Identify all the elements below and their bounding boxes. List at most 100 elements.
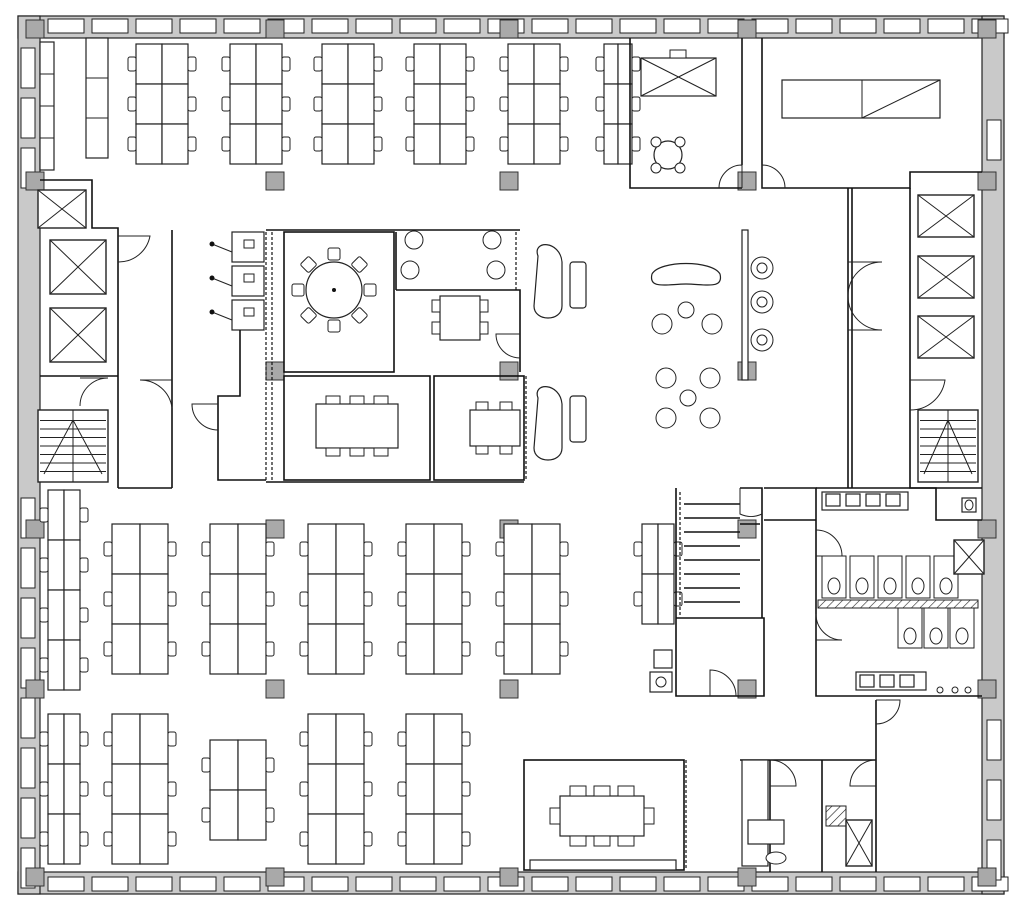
chair [363, 781, 373, 797]
desk [503, 523, 533, 575]
desk [111, 573, 141, 625]
desk [47, 639, 65, 691]
toilet-stall [933, 555, 959, 599]
chair [327, 247, 341, 261]
column [25, 679, 45, 699]
chair [325, 447, 341, 457]
chair [167, 641, 177, 657]
window [663, 876, 701, 892]
chair [559, 641, 569, 657]
chair [201, 591, 211, 607]
chair [363, 283, 377, 297]
toilet [855, 577, 869, 595]
desk [439, 83, 467, 125]
chair [549, 807, 561, 825]
column [737, 19, 757, 39]
column [25, 19, 45, 39]
window [531, 876, 569, 892]
desk [433, 623, 463, 675]
window [223, 876, 261, 892]
desk [413, 123, 441, 165]
chair [461, 781, 471, 797]
desk [503, 623, 533, 675]
desk [439, 123, 467, 165]
desk [405, 713, 435, 765]
desk [63, 639, 81, 691]
desk [139, 813, 169, 865]
chair [299, 541, 309, 557]
east-corridor [847, 171, 982, 488]
chair [313, 136, 323, 152]
chair [363, 541, 373, 557]
desk [63, 489, 81, 541]
chair [103, 641, 113, 657]
desk [347, 43, 375, 85]
chair [405, 96, 415, 112]
chair [373, 395, 389, 405]
toilet-stall [923, 607, 949, 649]
chair [300, 307, 317, 324]
desk [433, 573, 463, 625]
toilet-stall [949, 607, 975, 649]
bar-stool [750, 256, 774, 280]
chair [397, 831, 407, 847]
desk [433, 713, 463, 765]
desk [307, 573, 337, 625]
restrooms [764, 487, 985, 697]
toilet [883, 577, 897, 595]
chair [631, 96, 641, 112]
window [986, 719, 1002, 761]
desk [63, 813, 81, 865]
chair [495, 541, 505, 557]
window [751, 18, 789, 34]
stair-arrow [923, 418, 973, 475]
chair [103, 731, 113, 747]
desk [111, 523, 141, 575]
desk [111, 813, 141, 865]
chair [265, 757, 275, 773]
toilet-stall [877, 555, 903, 599]
conference-room-south [523, 759, 687, 871]
toilet [827, 577, 841, 595]
chair [349, 447, 365, 457]
column [265, 19, 285, 39]
window [883, 18, 921, 34]
bar-stool-seat [756, 334, 768, 346]
toilet-stall [905, 555, 931, 599]
chair [461, 541, 471, 557]
column [499, 171, 519, 191]
chair [495, 641, 505, 657]
desk [307, 713, 337, 765]
column [977, 19, 997, 39]
desk [321, 123, 349, 165]
chair [39, 831, 49, 847]
desk [229, 123, 257, 165]
chair [363, 831, 373, 847]
desk [47, 763, 65, 815]
toilet [903, 627, 917, 645]
desk [47, 713, 65, 765]
chair [39, 507, 49, 523]
chair [79, 507, 89, 523]
chair [397, 641, 407, 657]
window [20, 747, 36, 789]
desk [433, 813, 463, 865]
chair [103, 781, 113, 797]
chair [299, 731, 309, 747]
meeting-room-round [265, 231, 395, 480]
chair [373, 136, 383, 152]
chair [79, 657, 89, 673]
chair [397, 541, 407, 557]
desk [439, 43, 467, 85]
chair [281, 136, 291, 152]
desk-cluster [499, 43, 569, 165]
window [47, 876, 85, 892]
chair [461, 831, 471, 847]
chair [127, 96, 137, 112]
window [883, 876, 921, 892]
chair [300, 256, 317, 273]
desk-cluster [299, 523, 373, 675]
desk-cluster [39, 489, 89, 691]
chair [569, 835, 587, 847]
window [619, 18, 657, 34]
